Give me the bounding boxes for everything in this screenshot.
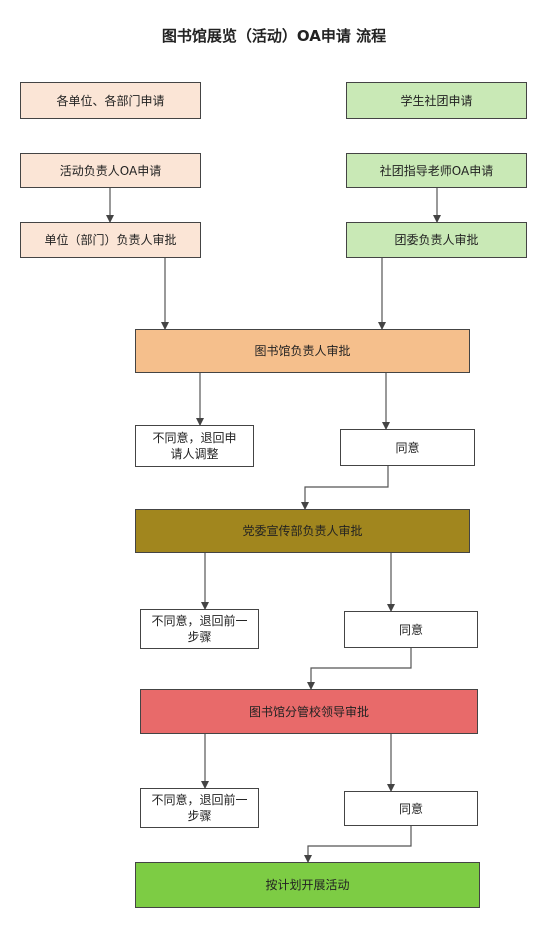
- arrow-agree3-to-final: [304, 826, 412, 863]
- advisor-oa-node: 社团指导老师OA申请: [346, 153, 527, 188]
- agree2-node: 同意: [344, 611, 478, 648]
- final-node: 按计划开展活动: [135, 862, 480, 908]
- club-apply-node: 学生社团申请: [346, 82, 527, 119]
- activity-oa-node: 活动负责人OA申请: [20, 153, 201, 188]
- unit-apply-node: 各单位、各部门申请: [20, 82, 201, 119]
- library-head-node: 图书馆负责人审批: [135, 329, 470, 373]
- diagram-title: 图书馆展览（活动）OA申请 流程: [161, 27, 387, 45]
- youth-league-node: 团委负责人审批: [346, 222, 527, 258]
- agree3-node: 同意: [344, 791, 478, 826]
- reject2-node: 不同意，退回前一步骤: [140, 609, 259, 649]
- unit-head-node: 单位（部门）负责人审批: [20, 222, 201, 258]
- arrow-agree2-to-leader: [307, 648, 412, 690]
- arrow-agree1-to-party: [301, 466, 389, 510]
- reject3-node: 不同意，退回前一步骤: [140, 788, 259, 828]
- school-leader-node: 图书馆分管校领导审批: [140, 689, 478, 734]
- reject1-node: 不同意，退回申请人调整: [135, 425, 254, 467]
- party-head-node: 党委宣传部负责人审批: [135, 509, 470, 553]
- agree1-node: 同意: [340, 429, 475, 466]
